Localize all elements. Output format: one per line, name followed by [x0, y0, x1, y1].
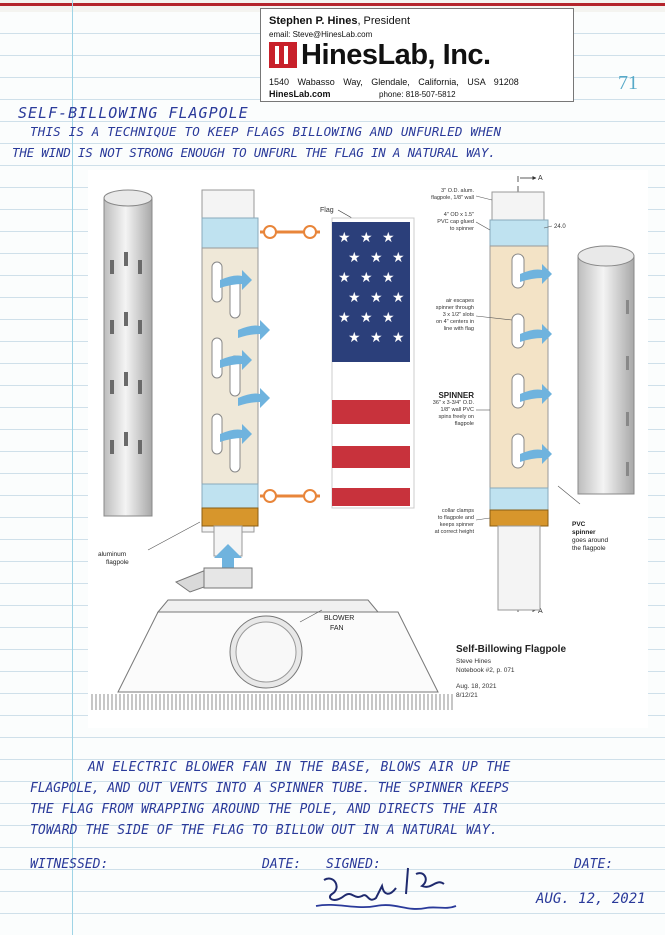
spinner-detail: A A 3" O.D. alum. flagpole, 1/8" wall 4"… — [431, 175, 566, 616]
label-air-5: line with flag — [444, 326, 474, 332]
signed-date: Aug. 12, 2021 — [536, 891, 646, 907]
label-collar-3: keeps spinner — [440, 522, 474, 528]
label-dimension: 24.0 — [554, 224, 566, 230]
svg-text:★: ★ — [392, 249, 405, 265]
label-air-1: air escapes — [446, 298, 474, 304]
page-title: Self-Billowing Flagpole — [18, 104, 249, 122]
signed-label: Signed: — [326, 857, 381, 872]
date-label-2: Date: — [574, 857, 614, 872]
svg-text:★: ★ — [338, 269, 351, 285]
hineslab-logo-icon — [269, 42, 297, 68]
svg-text:★: ★ — [392, 329, 405, 345]
card-website: HinesLab.com — [269, 89, 331, 99]
us-flag: Flag ★ ★ ★ ★ ★ ★ ★ ★ ★ ★ ★ ★ ★ ★ ★ ★ ★ ★ — [320, 207, 415, 509]
label-pvc-1: PVC — [572, 521, 586, 528]
body-line-4: toward the side of the flag to billow ou… — [30, 823, 498, 838]
page-number: 71 — [618, 72, 638, 94]
label-collar-4: at correct height — [435, 529, 475, 535]
body-line-1: An electric blower fan in the base, blow… — [88, 760, 511, 775]
label-spinner-title: SPINNER — [438, 391, 474, 400]
label-pvc-4: the flagpole — [572, 545, 606, 552]
svg-text:★: ★ — [338, 309, 351, 325]
label-spinner-2: 1/8" wall PVC — [441, 407, 474, 413]
label-cap-spec-3: to spinner — [450, 226, 474, 232]
svg-text:★: ★ — [360, 229, 373, 245]
margin-line — [72, 0, 73, 935]
svg-text:★: ★ — [360, 309, 373, 325]
pvc-spinner-tube-right: PVC spinner goes around the flagpole — [557, 245, 635, 552]
label-pvc-2: spinner — [572, 529, 596, 536]
intro-line-2: the wind is not strong enough to unfurl … — [12, 145, 496, 160]
card-name: Stephen P. Hines, President — [269, 15, 410, 27]
card-email: email: Steve@HinesLab.com — [269, 30, 373, 39]
svg-text:★: ★ — [370, 329, 383, 345]
label-air-2: spinner through — [436, 305, 474, 311]
label-pole-spec-1: 3" O.D. alum. — [441, 188, 474, 194]
svg-text:★: ★ — [382, 229, 395, 245]
svg-text:★: ★ — [348, 249, 361, 265]
caption-date-1: Aug. 18, 2021 — [456, 683, 497, 690]
svg-text:★: ★ — [392, 289, 405, 305]
flag-connectors — [260, 225, 320, 503]
card-phone: phone: 818-507-5812 — [379, 90, 456, 99]
label-spinner-1: 36" x 3-3/4" O.D. — [433, 400, 475, 406]
top-red-rule — [0, 3, 665, 6]
label-blower-1: BLOWER — [324, 615, 354, 622]
body-line-3: the flag from wrapping around the pole, … — [30, 802, 498, 817]
svg-text:★: ★ — [370, 289, 383, 305]
business-card: Stephen P. Hines, President email: Steve… — [260, 8, 574, 102]
label-spinner-3: spins freely on — [439, 414, 474, 420]
label-cap-spec-1: 4" OD x 1.5" — [444, 212, 474, 218]
intro-line-1: This is a technique to keep flags billow… — [30, 124, 502, 139]
ground-hatch — [91, 694, 453, 710]
caption-notebook: Notebook #2, p. 071 — [456, 667, 515, 674]
handwritten-signature — [315, 867, 457, 910]
caption-date-2: 8/12/21 — [456, 692, 478, 699]
label-cap-spec-2: PVC cap glued — [437, 219, 474, 225]
label-collar-2: to flagpole and — [438, 515, 474, 521]
svg-text:★: ★ — [360, 269, 373, 285]
svg-text:★: ★ — [348, 329, 361, 345]
card-company: HinesLab, Inc. — [301, 39, 491, 71]
svg-text:★: ★ — [338, 229, 351, 245]
label-air-3: 3 x 1/2" slots — [443, 312, 475, 318]
label-alum-1: aluminum — [98, 551, 126, 558]
body-line-2: flagpole, and out vents into a spinner t… — [30, 781, 510, 796]
svg-text:★: ★ — [370, 249, 383, 265]
card-role: , President — [357, 15, 411, 27]
date-label-1: Date: — [262, 857, 302, 872]
label-blower-2: FAN — [330, 625, 344, 632]
svg-text:★: ★ — [382, 269, 395, 285]
aluminum-tube-left — [103, 189, 153, 517]
flagpole-assembly — [201, 189, 320, 570]
blower-fan: BLOWER FAN — [91, 567, 453, 710]
label-spinner-4: flagpole — [455, 421, 474, 427]
card-address: 1540 Wabasso Way, Glendale, California, … — [269, 77, 519, 87]
label-collar-1: collar clamps — [442, 508, 474, 514]
label-pvc-3: goes around — [572, 537, 609, 544]
caption-author: Steve Hines — [456, 658, 492, 665]
label-pole-spec-2: flagpole, 1/8" wall — [431, 195, 474, 201]
label-alum-2: flagpole — [106, 559, 129, 566]
flagpole-diagram: Flag ★ ★ ★ ★ ★ ★ ★ ★ ★ ★ ★ ★ ★ ★ ★ ★ ★ ★ A A — [88, 170, 648, 728]
label-section-a-bottom: A — [538, 608, 543, 615]
figure-caption: Self-Billowing Flagpole Steve Hines Note… — [456, 644, 566, 699]
svg-text:★: ★ — [348, 289, 361, 305]
svg-text:★: ★ — [382, 309, 395, 325]
caption-title: Self-Billowing Flagpole — [456, 644, 566, 655]
card-person: Stephen P. Hines — [269, 15, 358, 27]
label-flag: Flag — [320, 207, 334, 214]
air-arrows — [220, 270, 270, 444]
label-section-a-top: A — [538, 175, 543, 182]
label-air-4: on 4" centers in — [436, 319, 474, 325]
witnessed-label: Witnessed: — [30, 857, 109, 872]
